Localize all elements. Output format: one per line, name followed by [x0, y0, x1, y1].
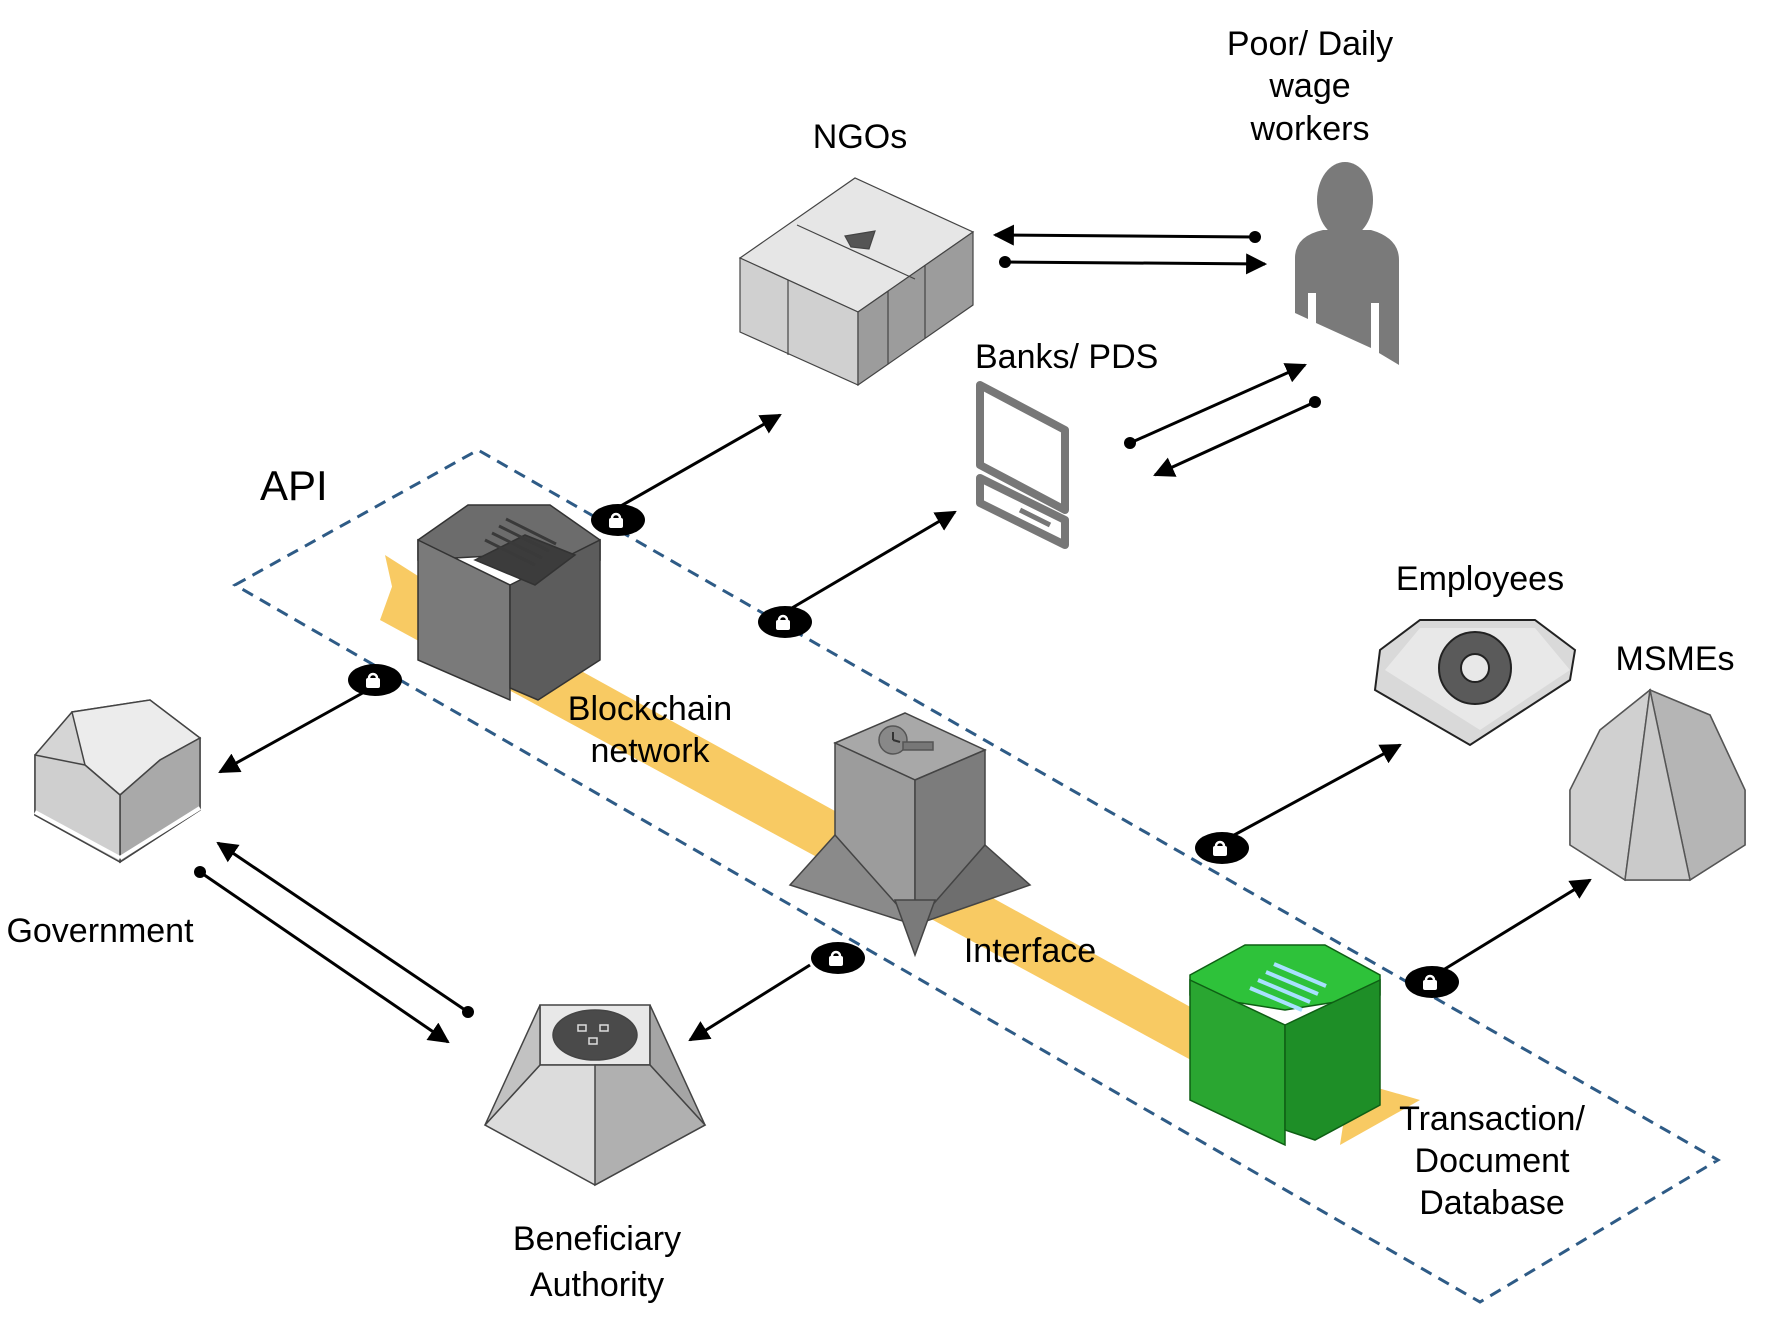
msmes-node: [1569, 688, 1746, 882]
clock-key-icon: [878, 725, 934, 755]
blockchain-label-line2: network: [590, 732, 710, 770]
beneficiary-authority-node: [483, 1004, 707, 1187]
lock-icon: [1403, 964, 1461, 1000]
arrow-api-to-employees: [1224, 743, 1402, 842]
interface-node: [788, 712, 1032, 958]
arrow-api-to-beneficiary: [688, 963, 811, 1042]
blockchain-network-node: [417, 504, 601, 702]
connectors: [194, 224, 1592, 1044]
arrow-api-to-government: [218, 688, 369, 774]
blockchain-label-line1: Blockchain: [568, 690, 732, 728]
api-label: API: [260, 462, 328, 509]
interface-label: Interface: [964, 932, 1096, 970]
transaction-label-line3: Database: [1419, 1184, 1565, 1222]
arrow-worker-to-ngos: [992, 224, 1261, 246]
transaction-label-line1: Transaction/: [1399, 1100, 1585, 1138]
arrow-api-to-ngos: [604, 413, 782, 517]
poor-label-line3: workers: [1249, 110, 1369, 148]
lock-icon: [346, 662, 404, 698]
api-boundary: [231, 448, 1721, 1304]
lock-icon: [1193, 830, 1251, 866]
worker-person-icon: [1295, 162, 1399, 365]
poor-label-line1: Poor/ Daily: [1227, 25, 1393, 63]
government-node: [34, 699, 202, 864]
government-label: Government: [6, 912, 194, 950]
msmes-label: MSMEs: [1616, 640, 1735, 678]
flowchart-icon: [552, 1009, 638, 1061]
banks-computer-icon: [976, 381, 1069, 549]
arrow-api-to-banks: [779, 510, 957, 617]
ngos-node: [738, 177, 975, 387]
gear-icon: [1438, 631, 1512, 705]
arrow-banks-to-worker: [1124, 363, 1307, 449]
transaction-label-line2: Document: [1415, 1142, 1571, 1180]
banks-label: Banks/ PDS: [975, 338, 1158, 376]
lock-icon: [589, 502, 647, 538]
beneficiary-label-line2: Authority: [530, 1266, 664, 1304]
lock-icon: [809, 940, 867, 976]
hat-icon: [844, 230, 876, 250]
poor-label-line2: wage: [1268, 67, 1350, 105]
arrow-beneficiary-to-government: [216, 841, 474, 1018]
arrow-government-to-beneficiary: [194, 866, 450, 1044]
employees-node: [1373, 619, 1577, 747]
lock-icon: [756, 604, 814, 640]
arrow-api-to-msmes: [1434, 878, 1592, 977]
ngos-label: NGOs: [813, 118, 907, 156]
employees-label: Employees: [1396, 560, 1564, 598]
arrow-worker-to-banks: [1153, 396, 1321, 477]
arrow-ngos-to-worker: [999, 253, 1268, 275]
transaction-database-node: [1189, 944, 1381, 1147]
beneficiary-label-line1: Beneficiary: [513, 1220, 681, 1258]
